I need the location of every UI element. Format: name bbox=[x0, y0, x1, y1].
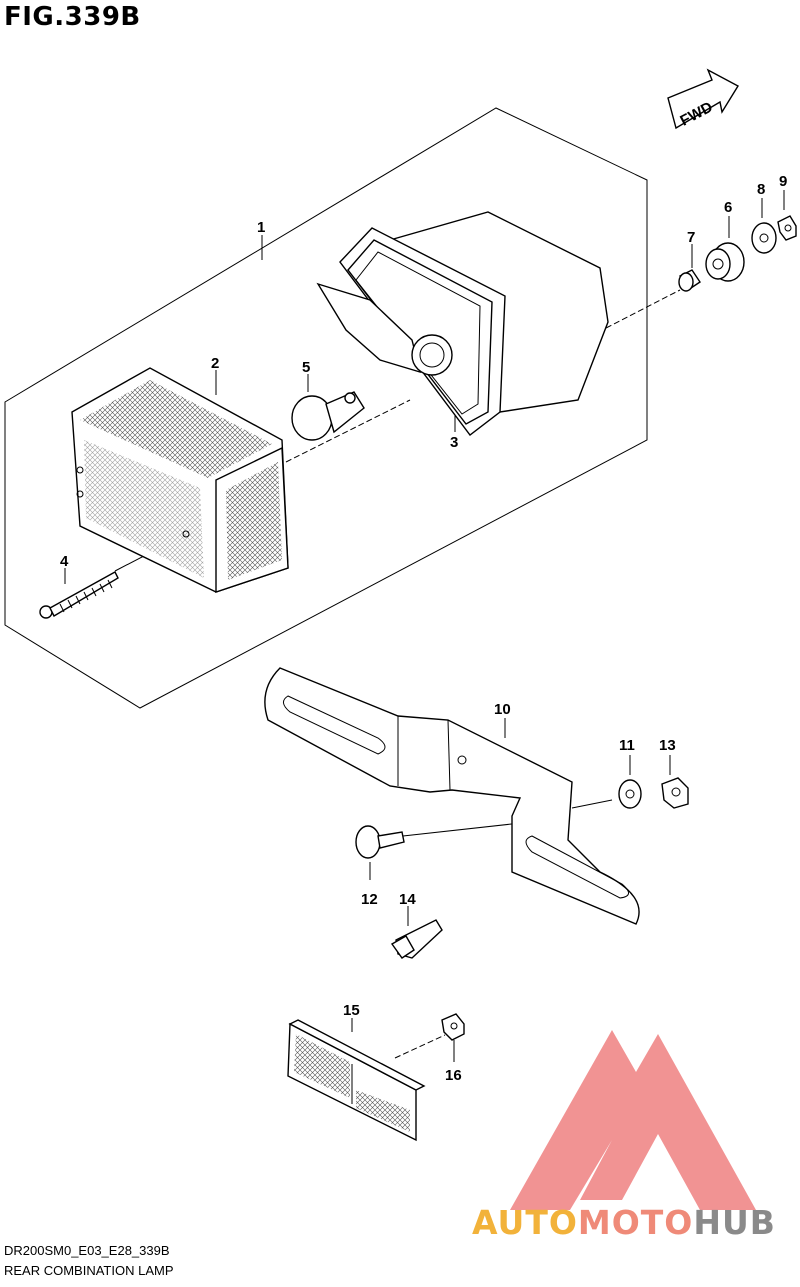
diagram-code: DR200SM0_E03_E28_339B bbox=[4, 1243, 170, 1258]
callout-12: 12 bbox=[361, 891, 378, 908]
screw bbox=[39, 571, 119, 619]
callout-1: 1 bbox=[257, 219, 265, 236]
callout-4: 4 bbox=[60, 553, 69, 570]
fwd-direction-badge: FWD bbox=[667, 68, 739, 130]
callouts: 1 2 3 4 5 6 7 8 9 10 11 12 13 14 15 16 bbox=[60, 173, 787, 1084]
watermark-wordmark: AUTOMOTOHUB bbox=[472, 1203, 776, 1242]
hardware-parts-6-9 bbox=[678, 215, 797, 292]
leader-lines bbox=[64, 190, 785, 1062]
callout-16: 16 bbox=[445, 1067, 462, 1084]
callout-2: 2 bbox=[211, 355, 219, 372]
callout-5: 5 bbox=[302, 359, 310, 376]
callout-13: 13 bbox=[659, 737, 676, 754]
lamp-housing bbox=[316, 211, 609, 436]
assembly-outline bbox=[4, 107, 648, 709]
watermark-moto: MOTO bbox=[577, 1203, 694, 1242]
figure-title: FIG.339B bbox=[4, 2, 141, 32]
callout-7: 7 bbox=[687, 229, 695, 246]
callout-15: 15 bbox=[343, 1002, 360, 1019]
watermark-hub: HUB bbox=[693, 1203, 776, 1242]
callout-8: 8 bbox=[757, 181, 765, 198]
watermark-logo-icon bbox=[510, 1030, 756, 1210]
callout-10: 10 bbox=[494, 701, 511, 718]
callout-6: 6 bbox=[724, 199, 732, 216]
diagram-caption: REAR COMBINATION LAMP bbox=[4, 1263, 174, 1278]
nut bbox=[441, 1013, 465, 1041]
clip bbox=[390, 919, 443, 959]
callout-9: 9 bbox=[779, 173, 787, 190]
callout-14: 14 bbox=[399, 891, 416, 908]
bolt bbox=[355, 825, 405, 859]
license-bracket bbox=[264, 667, 640, 925]
lamp-lens bbox=[71, 367, 289, 593]
bulb bbox=[291, 391, 365, 441]
watermark-auto: AUTO bbox=[472, 1203, 578, 1242]
callout-11: 11 bbox=[619, 737, 635, 754]
callout-3: 3 bbox=[450, 434, 458, 451]
washer-and-nut bbox=[618, 777, 689, 809]
reflector bbox=[287, 1019, 426, 1142]
